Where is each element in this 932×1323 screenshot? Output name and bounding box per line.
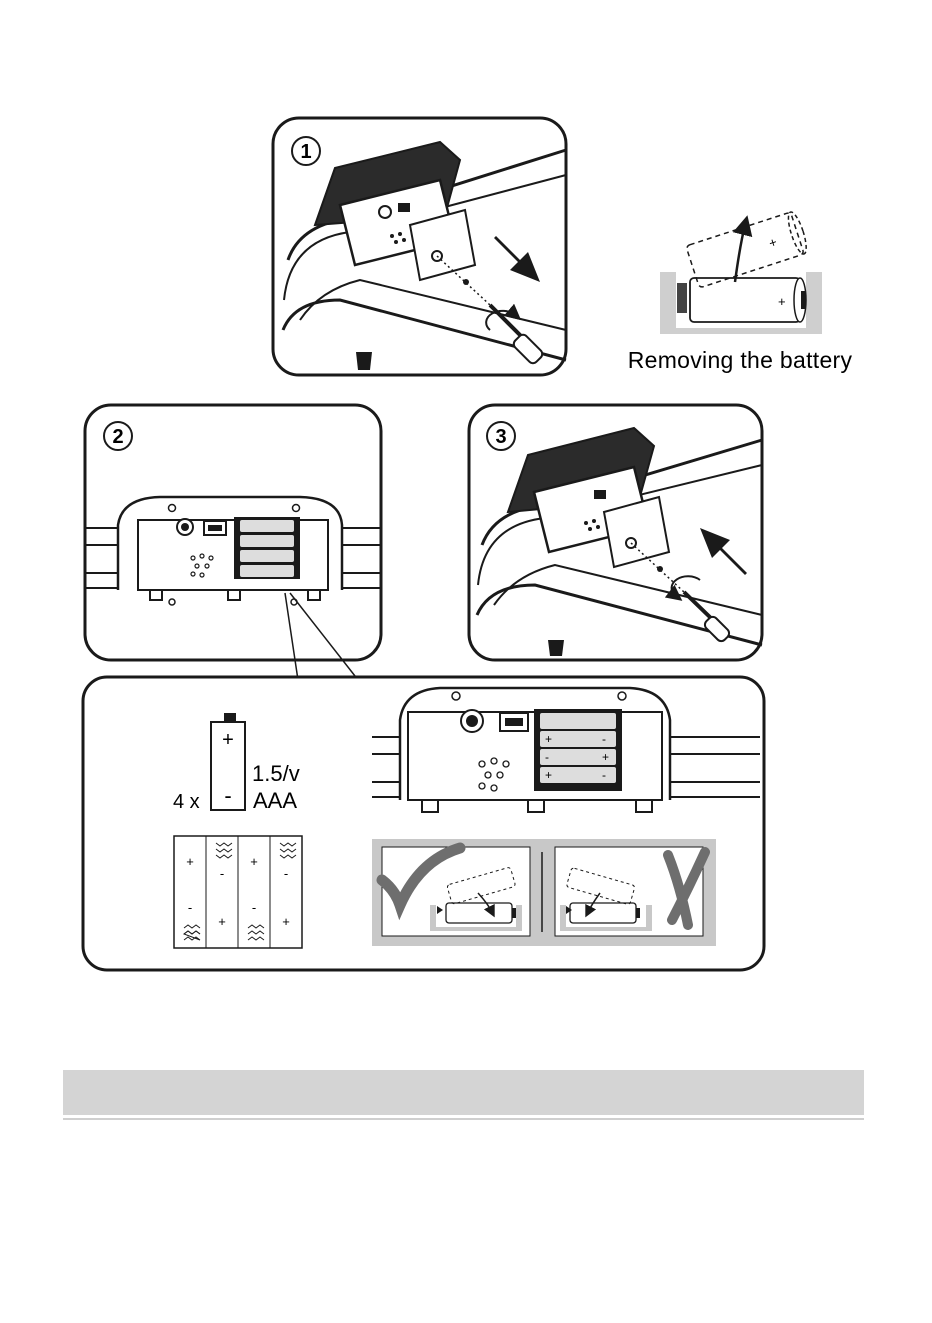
battery-voltage: 1.5/v — [252, 761, 300, 786]
compartment-row3-right: - — [602, 768, 606, 782]
step3-number: 3 — [495, 426, 506, 448]
compartment-row3-left: + — [545, 768, 552, 782]
compartment-row2-left: - — [545, 750, 549, 764]
polarity-top-3: + — [250, 854, 258, 869]
polarity-bottom-4: + — [282, 914, 290, 929]
compartment-row1-right: - — [602, 732, 606, 746]
polarity-top-2: - — [220, 866, 224, 881]
battery-minus-label: - — [224, 783, 231, 808]
aaa-battery-icon: + - — [211, 713, 245, 810]
compartment-row2-right: + — [602, 750, 609, 764]
battery-count: 4 x — [173, 791, 200, 813]
battery-plus-front: + — [778, 294, 786, 309]
battery-detail-panel: + - 1.5/v 4 x AAA + - + - - + - + — [83, 677, 764, 970]
polarity-bottom-1: - — [188, 900, 192, 915]
step2-number: 2 — [112, 426, 123, 448]
step2-panel: 2 — [85, 405, 381, 660]
step1-panel: 1 — [273, 118, 566, 375]
insertion-comparison — [372, 839, 716, 946]
step1-number: 1 — [300, 141, 311, 163]
compartment-row1-left: + — [545, 732, 552, 746]
battery-plus-label: + — [222, 729, 234, 751]
polarity-layout-diagram: + - + - - + - + — [174, 836, 302, 948]
removing-battery-caption: Removing the battery — [628, 347, 853, 373]
battery-type: AAA — [253, 788, 297, 813]
polarity-bottom-3: - — [252, 900, 256, 915]
polarity-top-1: + — [186, 854, 194, 869]
removing-battery-illustration: + + Removing the battery — [628, 210, 853, 373]
polarity-bottom-2: + — [218, 914, 226, 929]
battery-plus-back: + — [767, 234, 779, 251]
step3-panel: 3 — [469, 405, 762, 660]
polarity-top-4: - — [284, 866, 288, 881]
section-header-bar — [63, 1070, 864, 1119]
